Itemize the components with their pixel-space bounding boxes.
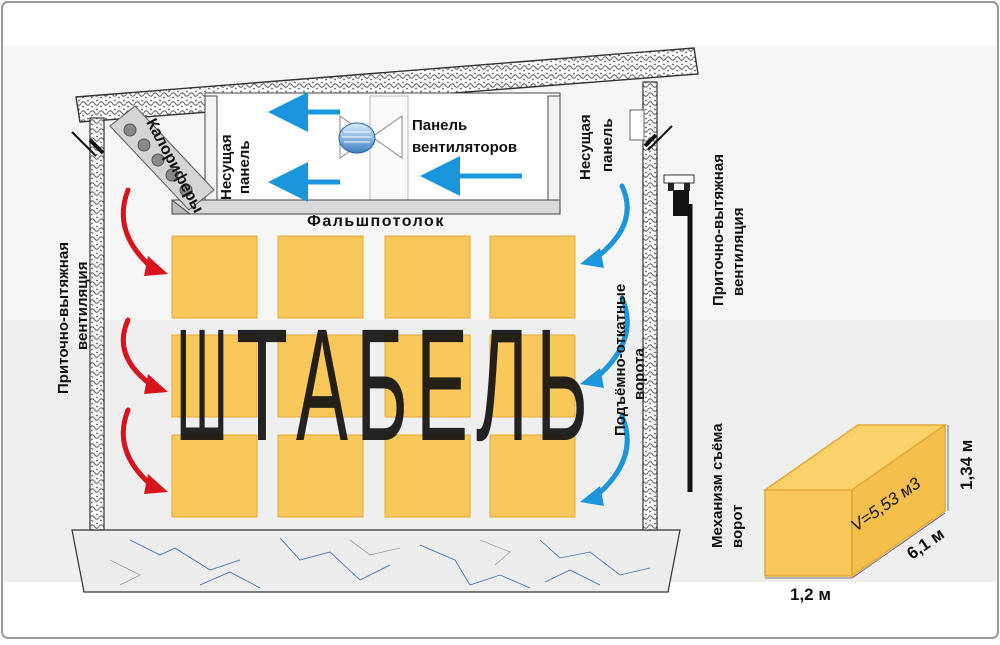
foundation-cracks bbox=[129, 537, 651, 589]
ceiling-label: Фальшпотолок bbox=[307, 213, 445, 230]
bearing-panel-right-label-line1: Несущая bbox=[577, 114, 594, 180]
cool-airflow-arrow bbox=[593, 183, 630, 261]
mechanism-label-line2: ворот bbox=[729, 505, 746, 548]
stack-block bbox=[384, 235, 471, 319]
stack-block bbox=[171, 235, 258, 319]
bearing-panel-right-label-line2: панель bbox=[599, 118, 616, 172]
gate-label-line2: ворота bbox=[631, 348, 648, 400]
warm-airflow-arrow bbox=[120, 317, 153, 387]
warm-airflow-arrow-head bbox=[144, 374, 168, 394]
wall-right bbox=[642, 81, 658, 531]
airflow-arrows-top bbox=[268, 92, 522, 202]
heaters bbox=[109, 105, 215, 211]
bearing-panel-left-label-line2: панель bbox=[236, 140, 253, 194]
dimension-box bbox=[762, 423, 949, 579]
vent-valve-left bbox=[71, 131, 105, 157]
ventilation-right-label-line1: Приточно-вытяжная bbox=[710, 154, 727, 306]
fan-panel-label-line2: вентиляторов bbox=[412, 139, 517, 156]
stack-block bbox=[277, 434, 364, 518]
stack-letter: Е bbox=[416, 295, 468, 474]
bearing-panel-left-label-line1: Несущая bbox=[218, 134, 235, 200]
foundation bbox=[71, 529, 681, 593]
bearing-panel-right bbox=[547, 95, 561, 215]
cool-airflow-arrow bbox=[593, 295, 630, 381]
fan-panel-label-line1: Панель bbox=[412, 117, 467, 134]
stack-block bbox=[489, 334, 576, 418]
stack-blocks bbox=[171, 235, 576, 518]
cool-airflow-arrow bbox=[593, 413, 630, 499]
stack-block bbox=[277, 334, 364, 418]
cool-airflow-arrow-head bbox=[580, 248, 604, 268]
ventilation-left-label-line2: вентиляция bbox=[74, 262, 91, 350]
stack-letter: Б bbox=[356, 295, 408, 474]
ventilation-left-label-line1: Приточно-вытяжная bbox=[55, 242, 72, 394]
stack-letter: Л bbox=[476, 295, 528, 474]
gate-mechanism bbox=[663, 174, 695, 492]
gate-label-line1: Подъёмно-откатные bbox=[612, 284, 629, 436]
vent-valve-right bbox=[643, 125, 673, 151]
warm-airflow-arrow bbox=[120, 407, 153, 487]
stack-block bbox=[489, 235, 576, 319]
warm-airflow-arrow bbox=[120, 187, 153, 269]
stack-block bbox=[489, 434, 576, 518]
stack-letter: Т bbox=[236, 295, 288, 474]
cool-airflow-arrows bbox=[580, 183, 630, 506]
cool-airflow-arrow-head bbox=[580, 368, 604, 388]
stack-block bbox=[171, 334, 258, 418]
mechanism-label-line1: Механизм съёма bbox=[709, 423, 726, 548]
ventilation-right-label-line2: вентиляция bbox=[730, 208, 747, 296]
warm-airflow-arrow-head bbox=[144, 474, 168, 494]
cool-airflow-arrow-head bbox=[580, 486, 604, 506]
wall-left bbox=[89, 117, 105, 531]
warm-airflow-arrow-head bbox=[144, 256, 168, 276]
stack-block bbox=[384, 334, 471, 418]
height-label: 1,34 м bbox=[957, 440, 976, 490]
stack-block bbox=[277, 235, 364, 319]
fan-icon bbox=[338, 115, 403, 159]
width-label: 1,2 м bbox=[790, 585, 831, 604]
warm-airflow-arrows bbox=[120, 187, 168, 494]
stack-letter: Ш bbox=[176, 295, 228, 474]
stack-block bbox=[384, 434, 471, 518]
heater-tray bbox=[171, 199, 561, 215]
stack-letter: А bbox=[296, 295, 348, 474]
stack-letter: Ь bbox=[536, 295, 588, 474]
stack-block bbox=[171, 434, 258, 518]
